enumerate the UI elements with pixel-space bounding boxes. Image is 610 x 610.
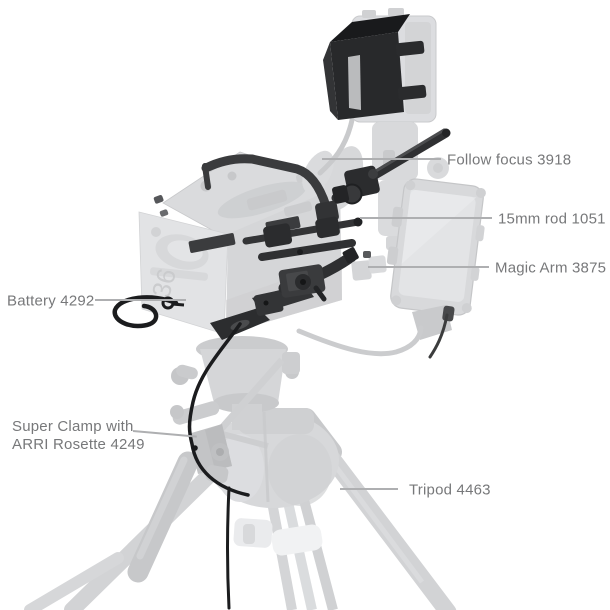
leader-battery bbox=[95, 299, 186, 301]
label-tripod: Tripod 4463 bbox=[409, 481, 491, 499]
label-super-clamp: Super Clamp with ARRI Rosette 4249 bbox=[12, 418, 145, 453]
magic-arm-graphic bbox=[253, 247, 387, 316]
label-15mm-rod: 15mm rod 1051 bbox=[498, 210, 606, 228]
super-clamp-graphic bbox=[170, 401, 232, 483]
label-follow-focus: Follow focus 3918 bbox=[447, 151, 572, 169]
leader-follow-focus bbox=[322, 158, 441, 160]
leader-15mm-rod bbox=[360, 217, 492, 219]
label-battery: Battery 4292 bbox=[7, 292, 95, 310]
leader-magic-arm bbox=[368, 266, 489, 268]
cables-dark-graphic bbox=[112, 295, 449, 610]
tripod-graphic bbox=[24, 336, 457, 610]
cables-light-graphic bbox=[296, 117, 424, 357]
leader-tripod bbox=[340, 488, 398, 490]
follow-focus-graphic bbox=[331, 128, 451, 205]
battery-graphic bbox=[323, 14, 427, 120]
label-magic-arm: Magic Arm 3875 bbox=[495, 259, 607, 277]
